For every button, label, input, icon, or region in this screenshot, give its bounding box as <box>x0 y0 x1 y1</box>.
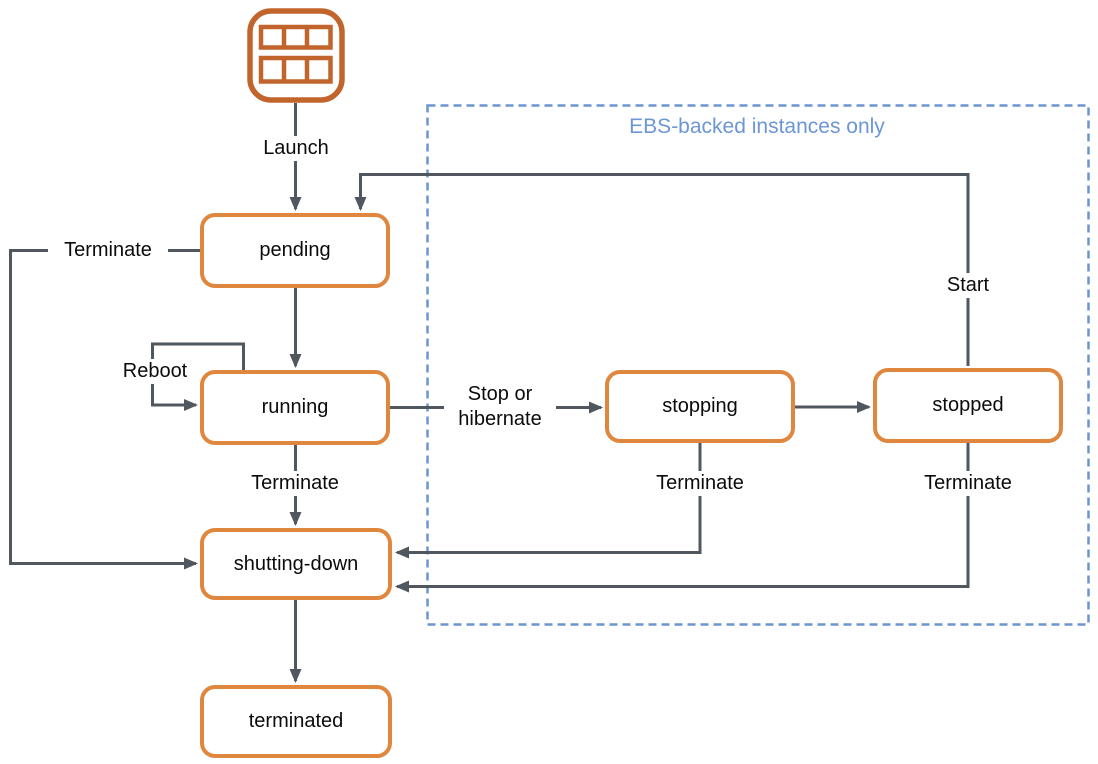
ami-icon <box>247 8 345 103</box>
label-terminate-from-stopped: Terminate <box>908 471 1028 496</box>
label-start: Start <box>928 273 1008 298</box>
edge-pending-terminate-shutting-down <box>9 249 200 570</box>
node-terminated: terminated <box>200 685 392 758</box>
label-launch: Launch <box>252 136 340 161</box>
label-terminate-from-running: Terminate <box>235 471 355 496</box>
label-terminate-from-pending: Terminate <box>48 238 168 263</box>
node-stopping: stopping <box>605 370 795 443</box>
node-running: running <box>200 370 390 445</box>
node-pending: pending <box>200 213 390 288</box>
node-shutting-down: shutting-down <box>200 528 392 600</box>
label-stop-or-hibernate: Stop or hibernate <box>444 382 556 432</box>
label-reboot: Reboot <box>110 359 200 384</box>
node-stopped: stopped <box>873 368 1063 443</box>
label-terminate-from-stopping: Terminate <box>640 471 760 496</box>
edge-stopped-start-pending <box>354 173 970 366</box>
edge-reboot-loop <box>151 342 245 411</box>
edge-stopping-terminate-shutting-down <box>395 443 702 559</box>
ebs-group-boundary <box>426 104 1090 626</box>
ebs-group-label: EBS-backed instances only <box>629 115 885 138</box>
edge-stopped-terminate-shutting-down <box>395 443 970 593</box>
